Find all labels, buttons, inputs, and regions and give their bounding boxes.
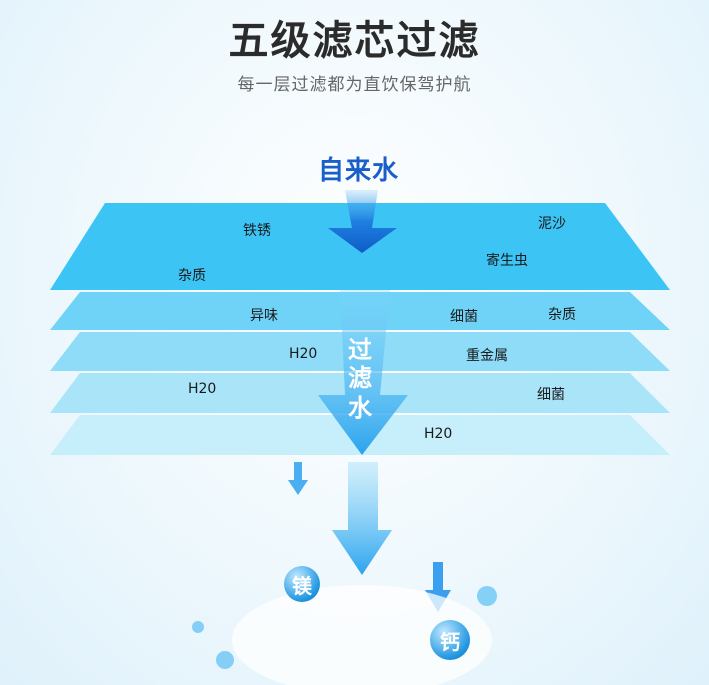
filtered-water-char: 滤 [348,364,372,392]
contaminant-label: 杂质 [548,307,576,323]
filtered-water-arrow [318,290,408,455]
water-glass [232,585,492,685]
down-arrow-center [332,462,392,575]
water-bubble [216,651,234,669]
contaminant-label: 铁锈 [243,223,271,239]
contaminant-label: 异味 [250,308,278,324]
contaminant-label: 细菌 [450,309,478,325]
tap-water-label: 自来水 [318,156,400,186]
water-bubble [477,586,497,606]
inflow-arrow [328,190,397,253]
magnesium-ball: 镁 [284,566,320,602]
contaminant-label: H20 [188,381,217,397]
page-title: 五级滤芯过滤 [228,18,481,64]
filtered-water-char: 过 [348,336,372,364]
calcium-ball: 钙 [430,620,470,660]
down-arrow-left [288,462,308,495]
contaminant-label: 寄生虫 [486,253,528,269]
page-subtitle: 每一层过滤都为直饮保驾护航 [237,75,472,95]
contaminant-label: H20 [289,346,318,362]
contaminant-label: 泥沙 [538,216,566,232]
contaminant-label: 细菌 [537,387,565,403]
contaminant-label: 重金属 [466,348,508,364]
contaminant-label: 杂质 [178,268,206,284]
contaminant-label: H20 [424,426,453,442]
filtered-water-char: 水 [348,394,372,422]
water-bubble [192,621,204,633]
